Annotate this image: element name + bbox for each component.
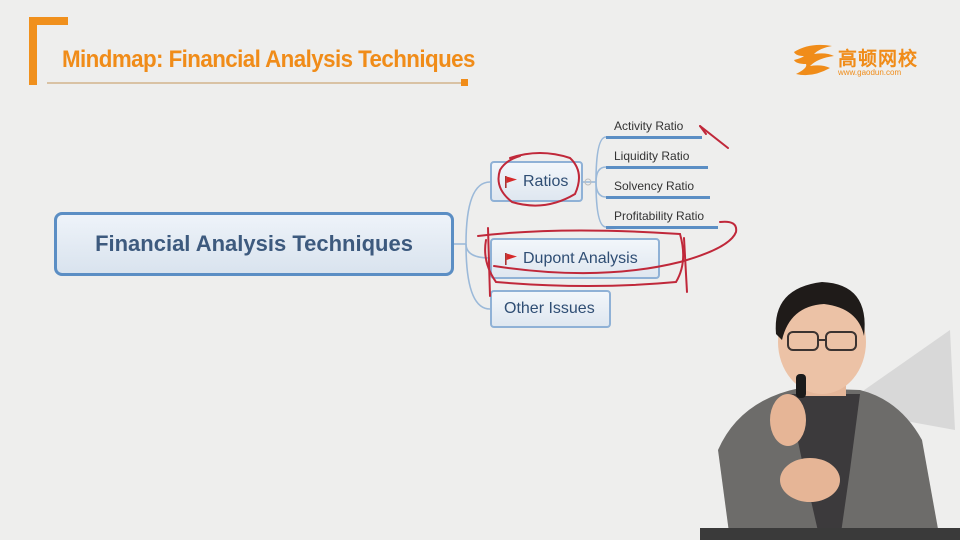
leaf-liquidity-ratio[interactable]: Liquidity Ratio — [614, 149, 690, 163]
node-label: Other Issues — [504, 300, 595, 317]
presenter-video — [700, 282, 960, 540]
leaf-underline — [606, 196, 710, 199]
logo-url: www.gaodun.com — [838, 68, 902, 77]
flag-icon — [505, 175, 517, 188]
gaodun-logo-icon — [794, 44, 834, 76]
node-label: Dupont Analysis — [523, 249, 638, 267]
slide-title: Mindmap: Financial Analysis Techniques — [62, 46, 475, 73]
leaf-underline — [606, 226, 718, 229]
mindmap-node-other-issues[interactable]: Other Issues — [490, 290, 611, 328]
title-bracket-vertical — [29, 17, 37, 85]
title-underline-dot — [461, 79, 468, 86]
mindmap-node-dupont-analysis[interactable]: Dupont Analysis — [490, 238, 660, 279]
leaf-profitability-ratio[interactable]: Profitability Ratio — [614, 209, 705, 223]
leaf-solvency-ratio[interactable]: Solvency Ratio — [614, 179, 695, 193]
leaf-underline — [606, 136, 702, 139]
mindmap-root-node[interactable]: Financial Analysis Techniques — [54, 212, 454, 276]
title-bracket-horizontal — [29, 17, 68, 25]
flag-icon — [505, 252, 517, 265]
title-underline — [47, 82, 467, 84]
mindmap-node-ratios[interactable]: Ratios — [490, 161, 583, 202]
leaf-activity-ratio[interactable]: Activity Ratio — [614, 119, 684, 133]
logo-chinese-name: 高顿网校 — [838, 48, 919, 70]
node-label: Ratios — [523, 172, 569, 190]
leaf-underline — [606, 166, 708, 169]
